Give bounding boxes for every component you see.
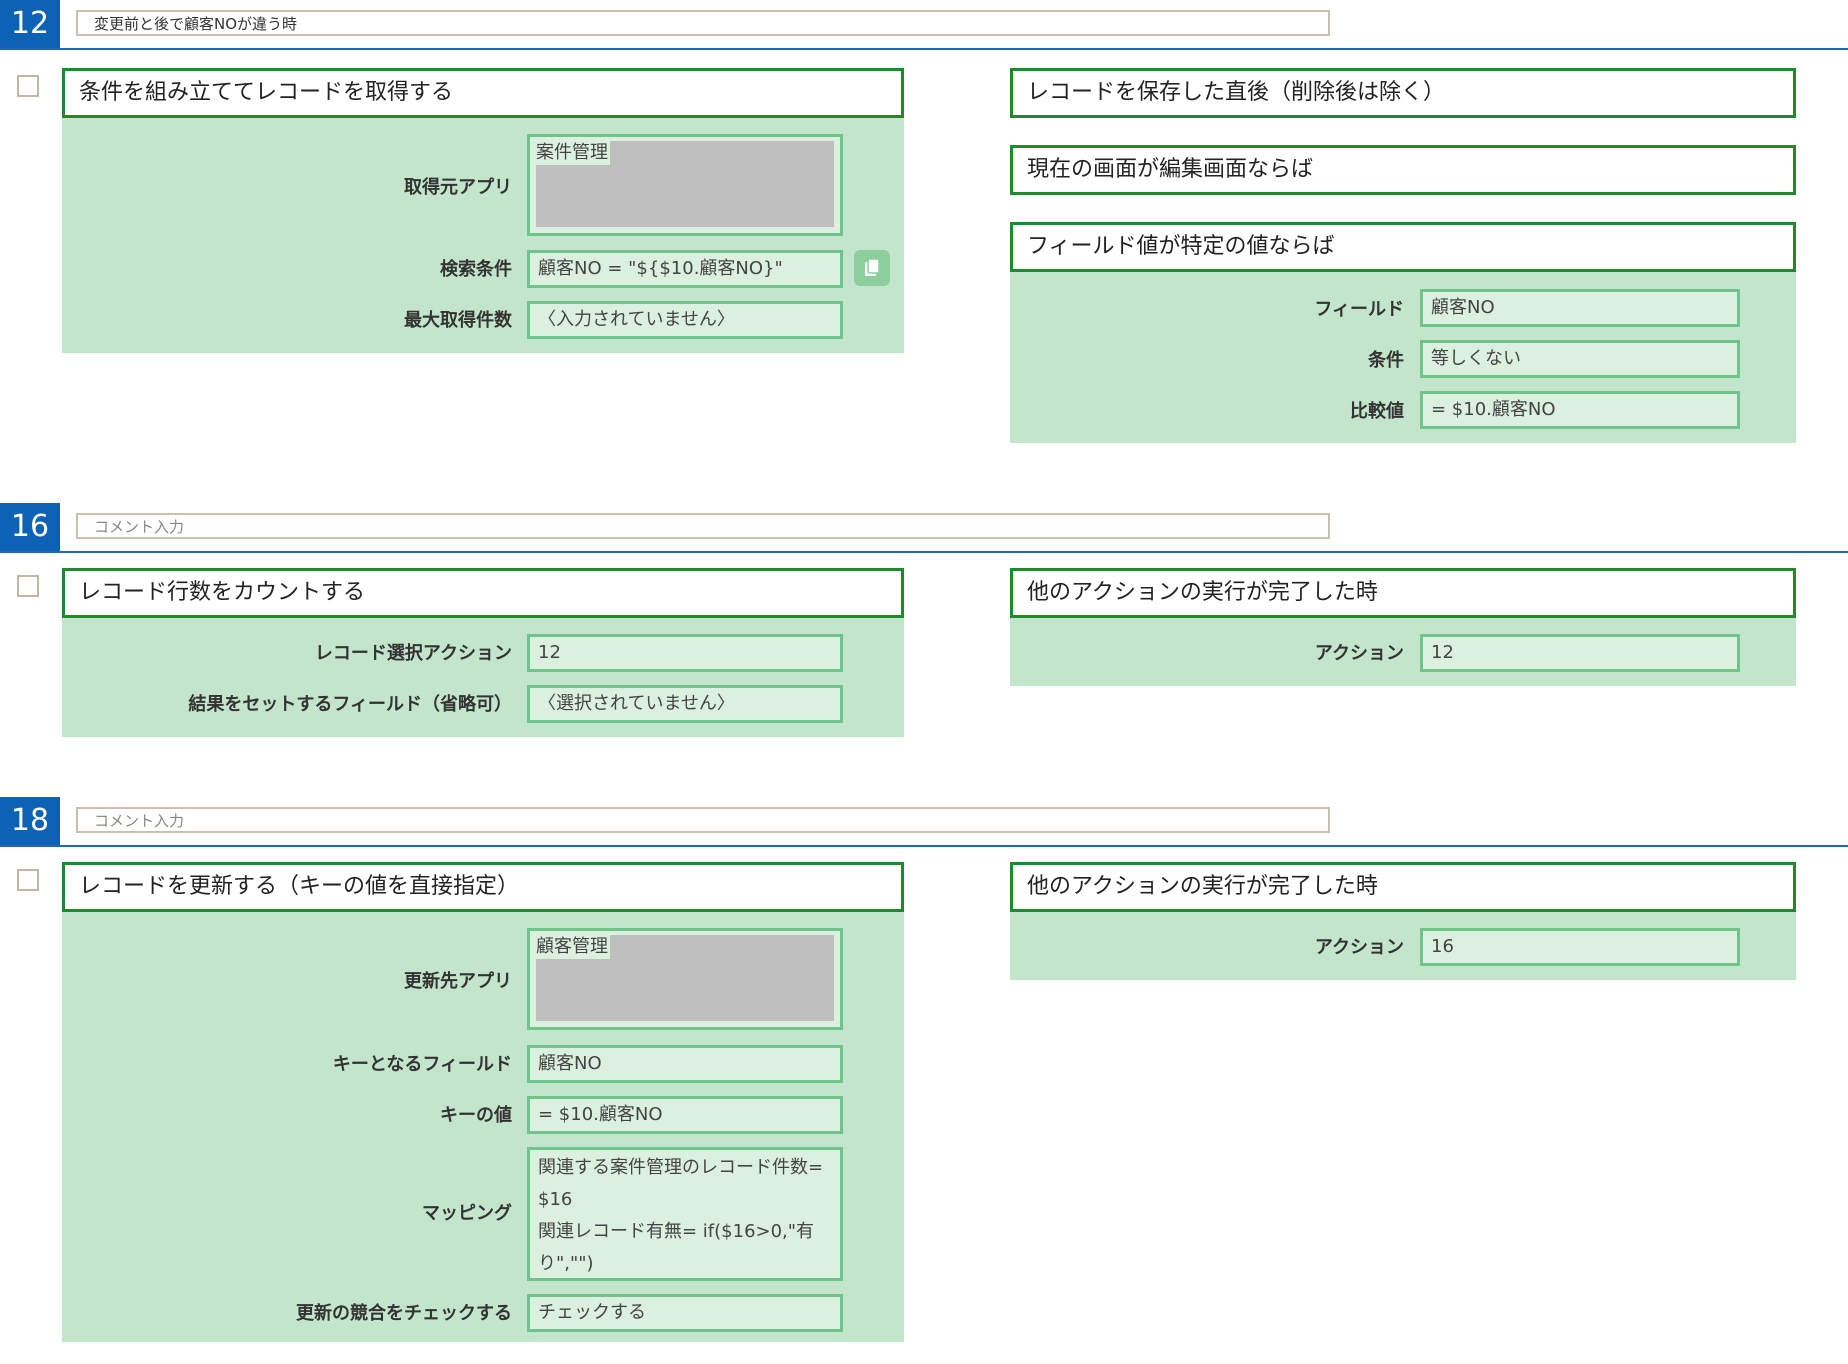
mapping-line: 関連する案件管理のレコード件数= — [538, 1157, 824, 1178]
field-label: フィールド — [1314, 299, 1404, 320]
action-title[interactable]: レコード行数をカウントする — [62, 568, 904, 618]
source-app-value: 案件管理 — [536, 141, 610, 165]
trigger-card-action-complete: 他のアクションの実行が完了した時 アクション 16 — [1010, 862, 1796, 980]
divider — [0, 48, 1848, 50]
record-select-action-field[interactable]: 12 — [527, 634, 843, 672]
mapping-line: り","") — [538, 1253, 594, 1274]
compare-value-field[interactable]: = $10.顧客NO — [1420, 391, 1740, 429]
search-condition-field[interactable]: 顧客NO = "${$10.顧客NO}" — [527, 250, 843, 288]
trigger-title[interactable]: 他のアクションの実行が完了した時 — [1010, 862, 1796, 912]
action-title[interactable]: レコードを更新する（キーの値を直接指定） — [62, 862, 904, 912]
action-label: アクション — [1314, 643, 1404, 664]
copy-icon — [865, 258, 880, 276]
trigger-card-field-value: フィールド値が特定の値ならば フィールド 顧客NO 条件 等しくない 比較値 =… — [1010, 222, 1796, 443]
trigger-title[interactable]: 現在の画面が編集画面ならば — [1010, 145, 1796, 195]
trigger-title[interactable]: レコードを保存した直後（削除後は除く） — [1010, 68, 1796, 118]
rule-number: 16 — [0, 503, 60, 551]
comment-input[interactable]: コメント入力 — [76, 807, 1330, 833]
action-select[interactable]: 16 — [1420, 928, 1740, 966]
field-select[interactable]: 顧客NO — [1420, 289, 1740, 327]
condition-select[interactable]: 等しくない — [1420, 340, 1740, 378]
action-card: 条件を組み立ててレコードを取得する 取得元アプリ 案件管理 検索条件 顧客NO … — [62, 68, 904, 353]
mapping-field[interactable]: 関連する案件管理のレコード件数= $16 関連レコード有無= if($16>0,… — [527, 1147, 843, 1281]
conflict-check-label: 更新の競合をチェックする — [296, 1303, 512, 1324]
select-checkbox[interactable] — [17, 75, 39, 97]
key-value-field[interactable]: = $10.顧客NO — [527, 1096, 843, 1134]
mapping-label: マッピング — [422, 1203, 512, 1224]
record-select-action-label: レコード選択アクション — [314, 643, 512, 664]
rule-block-16: 16 コメント入力 レコード行数をカウントする レコード選択アクション 12 結… — [0, 503, 1848, 743]
trigger-card-action-complete: 他のアクションの実行が完了した時 アクション 12 — [1010, 568, 1796, 686]
rule-number: 18 — [0, 797, 60, 845]
trigger-title[interactable]: フィールド値が特定の値ならば — [1010, 222, 1796, 272]
rule-block-12: 12 変更前と後で顧客NOが違う時 条件を組み立ててレコードを取得する 取得元ア… — [0, 0, 1848, 450]
key-field-label: キーとなるフィールド — [332, 1054, 512, 1075]
target-app-value: 顧客管理 — [536, 935, 610, 959]
key-value-label: キーの値 — [440, 1105, 512, 1126]
mapping-line: 関連レコード有無= if($16>0,"有 — [538, 1221, 815, 1242]
conflict-check-select[interactable]: チェックする — [527, 1294, 843, 1332]
trigger-card-edit-screen: 現在の画面が編集画面ならば — [1010, 145, 1796, 195]
action-card: レコードを更新する（キーの値を直接指定） 更新先アプリ 顧客管理 キーとなるフィ… — [62, 862, 904, 1342]
select-checkbox[interactable] — [17, 575, 39, 597]
action-select[interactable]: 12 — [1420, 634, 1740, 672]
comment-input[interactable]: 変更前と後で顧客NOが違う時 — [76, 10, 1330, 36]
action-title[interactable]: 条件を組み立ててレコードを取得する — [62, 68, 904, 118]
trigger-title[interactable]: 他のアクションの実行が完了した時 — [1010, 568, 1796, 618]
action-label: アクション — [1314, 937, 1404, 958]
target-app-field[interactable]: 顧客管理 — [527, 928, 843, 1030]
condition-label: 条件 — [1368, 350, 1404, 371]
search-condition-label: 検索条件 — [440, 259, 512, 280]
rule-block-18: 18 コメント入力 レコードを更新する（キーの値を直接指定） 更新先アプリ 顧客… — [0, 797, 1848, 1347]
rule-number: 12 — [0, 0, 60, 48]
select-checkbox[interactable] — [17, 869, 39, 891]
max-records-field[interactable]: 〈入力されていません〉 — [527, 301, 843, 339]
target-app-label: 更新先アプリ — [404, 971, 512, 992]
trigger-card-after-save: レコードを保存した直後（削除後は除く） — [1010, 68, 1796, 118]
copy-button[interactable] — [854, 250, 890, 286]
trigger-settings-panel: フィールド 顧客NO 条件 等しくない 比較値 = $10.顧客NO — [1010, 272, 1796, 443]
result-field-label: 結果をセットするフィールド（省略可） — [188, 694, 512, 715]
action-settings-panel: レコード選択アクション 12 結果をセットするフィールド（省略可） 〈選択されて… — [62, 618, 904, 737]
key-field-select[interactable]: 顧客NO — [527, 1045, 843, 1083]
source-app-field[interactable]: 案件管理 — [527, 134, 843, 236]
trigger-settings-panel: アクション 12 — [1010, 618, 1796, 686]
max-records-label: 最大取得件数 — [404, 310, 512, 331]
action-card: レコード行数をカウントする レコード選択アクション 12 結果をセットするフィー… — [62, 568, 904, 737]
comment-input[interactable]: コメント入力 — [76, 513, 1330, 539]
source-app-label: 取得元アプリ — [404, 177, 512, 198]
result-field-select[interactable]: 〈選択されていません〉 — [527, 685, 843, 723]
action-settings-panel: 取得元アプリ 案件管理 検索条件 顧客NO = "${$10.顧客NO}" 最大… — [62, 118, 904, 353]
action-settings-panel: 更新先アプリ 顧客管理 キーとなるフィールド 顧客NO キーの値 = $10.顧… — [62, 912, 904, 1342]
mapping-line: $16 — [538, 1189, 573, 1210]
trigger-settings-panel: アクション 16 — [1010, 912, 1796, 980]
compare-value-label: 比較値 — [1350, 401, 1404, 422]
divider — [0, 845, 1848, 847]
divider — [0, 551, 1848, 553]
